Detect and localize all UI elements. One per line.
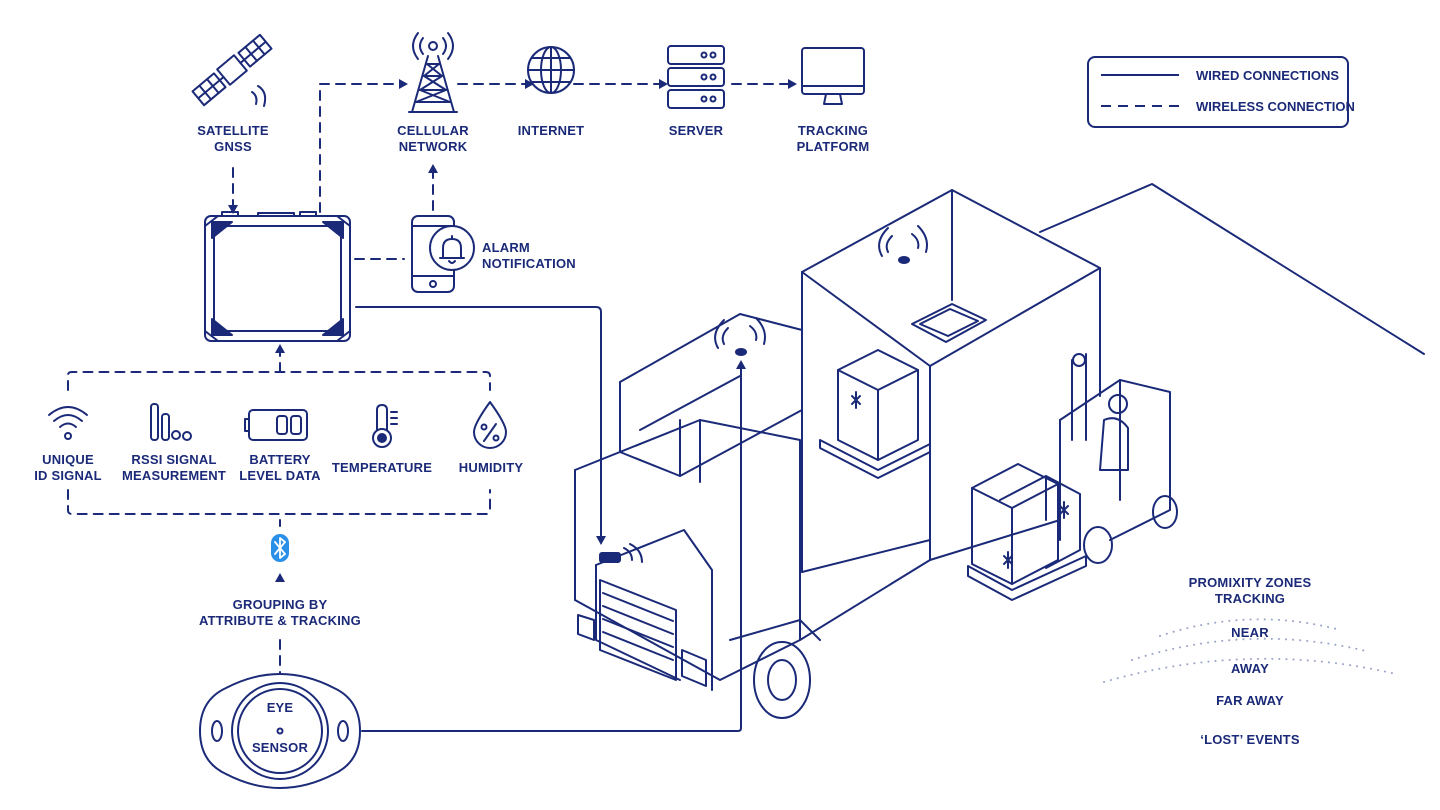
internet-label: INTERNET	[517, 123, 585, 138]
battery-icon	[244, 409, 308, 441]
temperature-label: TEMPERATURE	[331, 460, 433, 475]
server-label: SERVER	[668, 123, 724, 138]
satellite-icon	[191, 33, 273, 107]
cellular-tower-icon	[408, 32, 458, 113]
legend-wired-label: WIRED CONNECTIONS	[1196, 68, 1339, 83]
satellite-signal-icon	[251, 85, 267, 107]
zone-far-away-label: FAR AWAY	[1216, 693, 1284, 708]
eye-sensor-device	[199, 673, 361, 789]
proximity-zone-arcs	[1103, 618, 1397, 683]
wired-connection-lines	[355, 306, 742, 732]
tracker-device	[204, 211, 351, 342]
zone-away-label: AWAY	[1231, 661, 1269, 676]
forklift-illustration	[967, 353, 1178, 601]
server-icon	[667, 45, 725, 109]
wireless-connection-lines	[67, 83, 789, 675]
thermometer-icon	[372, 404, 398, 448]
truck-illustration	[574, 189, 1101, 719]
legend-line-samples	[1101, 74, 1179, 107]
globe-icon	[527, 46, 575, 94]
sensor-label-bottom: SENSOR	[251, 740, 309, 755]
warehouse-floor-lines	[1039, 183, 1425, 355]
sensor-label-top: EYE	[266, 700, 294, 715]
humidity-drop-icon	[473, 401, 507, 449]
legend: WIRED CONNECTIONS WIRELESS CONNECTION	[1087, 56, 1355, 128]
monitor-icon	[801, 47, 865, 105]
humidity-label: HUMIDITY	[458, 460, 524, 475]
legend-wireless-label: WIRELESS CONNECTION	[1196, 99, 1355, 114]
phone-icon	[411, 215, 475, 293]
rssi-bars-icon	[150, 403, 192, 441]
zone-near-label: NEAR	[1231, 625, 1269, 640]
bluetooth-icon	[271, 534, 289, 562]
unique-id-signal-icon	[48, 406, 88, 440]
zone-lost-label: ‘LOST’ EVENTS	[1200, 732, 1300, 747]
